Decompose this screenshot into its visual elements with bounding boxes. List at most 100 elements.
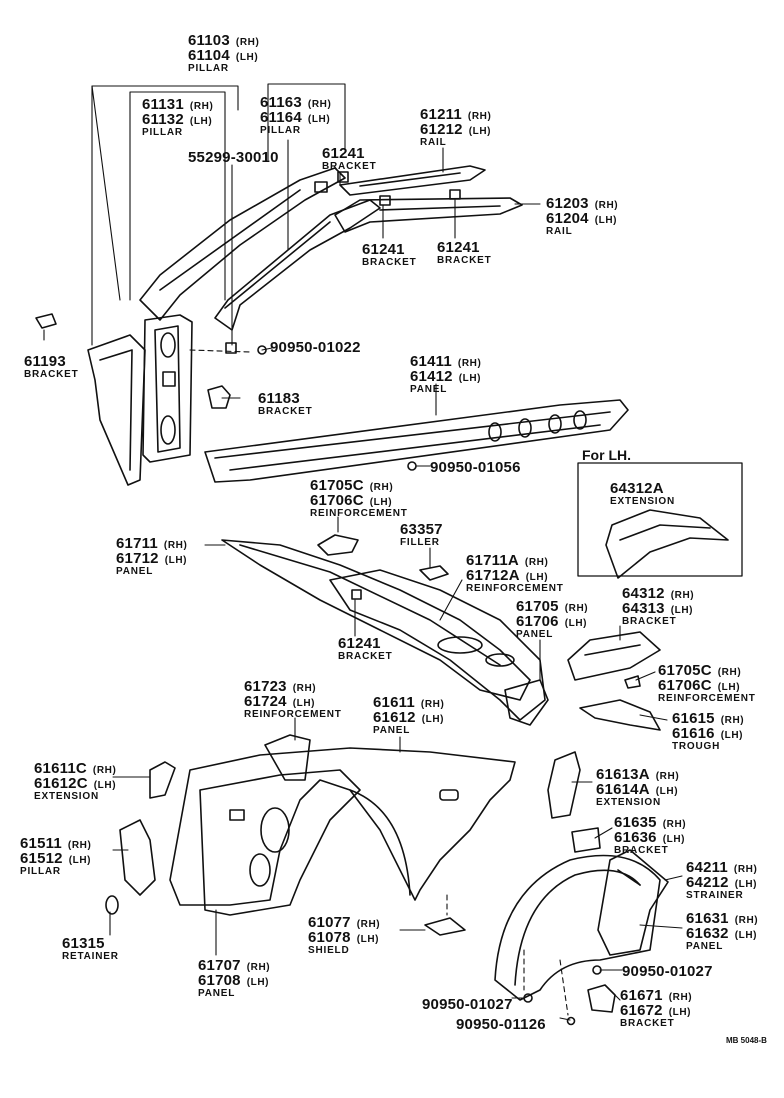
part-label-61705: 61705(RH)61706(LH)PANEL	[516, 599, 588, 640]
part-number: 61711(RH)	[116, 536, 187, 551]
part-label-61131: 61131(RH)61132(LH)PILLAR	[142, 97, 213, 138]
part-name: BRACKET	[258, 406, 313, 417]
part-panel-61705	[504, 679, 549, 726]
part-strainer-64211	[597, 849, 669, 956]
part-number: 61241	[362, 242, 417, 257]
part-label-61511: 61511(RH)61512(LH)PILLAR	[20, 836, 91, 877]
part-number: 61712A(LH)	[466, 568, 564, 583]
part-number-value: 61511	[20, 835, 62, 852]
part-number: 61241	[322, 146, 377, 161]
part-number-value: 61131	[142, 96, 184, 113]
part-number-value: 61706C	[310, 492, 364, 509]
side-marker: (LH)	[356, 934, 380, 945]
part-trough-61615	[579, 699, 661, 731]
part-number-value: 63357	[400, 521, 443, 538]
part-number-value: 61103	[188, 32, 230, 49]
part-bracket-61183	[207, 385, 231, 409]
part-number-value: 61241	[437, 239, 480, 256]
part-number: 61411(RH)	[410, 354, 481, 369]
part-number: 64312(RH)	[622, 586, 694, 601]
part-number: 61613A(RH)	[596, 767, 679, 782]
side-marker: (RH)	[594, 200, 619, 211]
part-number: 61635(RH)	[614, 815, 686, 830]
part-name: REINFORCEMENT	[244, 709, 342, 720]
part-number: 61131(RH)	[142, 97, 213, 112]
part-number: 61723(RH)	[244, 679, 342, 694]
inset-box	[577, 462, 743, 579]
side-marker: (RH)	[369, 482, 394, 493]
side-marker: (RH)	[655, 771, 680, 782]
part-pillar-61103	[142, 314, 193, 463]
side-marker: (LH)	[93, 780, 117, 791]
side-marker: (LH)	[189, 116, 213, 127]
part-number: 64312A	[610, 481, 675, 496]
part-label-61705c2: 61705C(RH)61706C(LH)REINFORCEMENT	[658, 663, 756, 704]
part-number-value: 61705C	[658, 662, 712, 679]
part-number: 61711A(RH)	[466, 553, 564, 568]
part-number: 90950-01027	[422, 997, 513, 1012]
part-number: 61724(LH)	[244, 694, 342, 709]
part-number: 61211(RH)	[420, 107, 491, 122]
bolt-90950-01126	[566, 1016, 576, 1026]
part-label-64211: 64211(RH)64212(LH)STRAINER	[686, 860, 757, 901]
part-number: 61616(LH)	[672, 726, 744, 741]
part-number-value: 61193	[24, 353, 66, 370]
part-number: 61164(LH)	[260, 110, 331, 125]
side-marker: (LH)	[670, 605, 694, 616]
part-label-61707: 61707(RH)61708(LH)PANEL	[198, 958, 270, 999]
part-name: PILLAR	[20, 866, 61, 877]
part-number-value: 61411	[410, 353, 452, 370]
part-name: PANEL	[516, 629, 554, 640]
part-panel-61711	[221, 539, 531, 701]
part-rail-61211	[337, 165, 486, 196]
part-number: 61615(RH)	[672, 711, 744, 726]
part-label-61211: 61211(RH)61212(LH)RAIL	[420, 107, 491, 148]
part-number-value: 64313	[622, 600, 665, 617]
side-marker: (RH)	[307, 99, 332, 110]
part-number: 61611(RH)	[373, 695, 444, 710]
part-bracket-61193	[35, 313, 57, 329]
part-name: RETAINER	[62, 951, 119, 962]
part-name: PILLAR	[260, 125, 301, 136]
part-number: 61077(RH)	[308, 915, 380, 930]
part-number: 61708(LH)	[198, 973, 270, 988]
part-number: 61163(RH)	[260, 95, 331, 110]
part-number-value: 61706	[516, 613, 559, 630]
side-marker: (LH)	[525, 572, 549, 583]
part-number-value: 90950-01022	[270, 339, 361, 356]
part-number: 61706C(LH)	[310, 493, 408, 508]
part-number: 61636(LH)	[614, 830, 686, 845]
part-number-value: 61077	[308, 914, 351, 931]
part-name: TROUGH	[672, 741, 721, 752]
part-name: PANEL	[373, 725, 411, 736]
part-number-value: 61132	[142, 111, 184, 128]
part-reinforcement-61711a	[329, 569, 546, 721]
part-name: BRACKET	[322, 161, 377, 172]
side-marker: (LH)	[720, 730, 744, 741]
part-name: FILLER	[400, 537, 440, 548]
part-number-value: 61612	[373, 709, 416, 726]
part-number: 61706C(LH)	[658, 678, 756, 693]
part-number-value: 90950-01126	[456, 1016, 546, 1033]
part-pillar-61131	[139, 167, 346, 321]
part-label-61705c: 61705C(RH)61706C(LH)REINFORCEMENT	[310, 478, 408, 519]
part-name: BRACKET	[24, 369, 79, 380]
side-marker: (LH)	[246, 977, 270, 988]
part-number: 90950-01027	[622, 964, 713, 979]
part-extension-61611c	[149, 761, 176, 799]
side-marker: (RH)	[292, 683, 317, 694]
side-marker: (RH)	[467, 111, 492, 122]
part-number-value: 61705C	[310, 477, 364, 494]
diagram-code: MB 5048-B	[726, 1036, 767, 1045]
part-number-value: 55299-30010	[188, 149, 279, 166]
part-number: 61612(LH)	[373, 710, 444, 725]
part-label-64312: 64312(RH)64313(LH)BRACKET	[622, 586, 694, 627]
part-number: 61193	[24, 354, 79, 369]
part-number-value: 61705	[516, 598, 559, 615]
